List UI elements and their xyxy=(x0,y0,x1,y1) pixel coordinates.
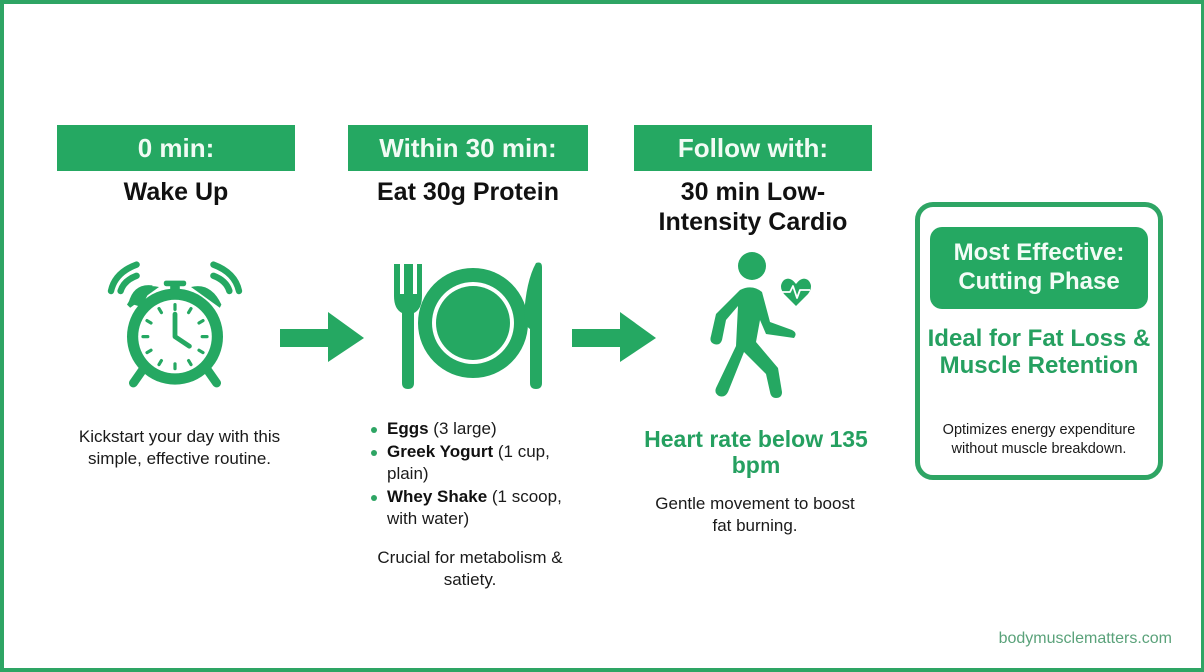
footer-site-link[interactable]: bodymusclematters.com xyxy=(998,630,1172,647)
food-detail: (1 scoop, with water) xyxy=(387,486,562,529)
bullet-icon xyxy=(371,494,377,501)
step-title: Eat 30g Protein xyxy=(377,178,559,206)
step-wake-up: 0 min: Wake Up xyxy=(57,125,295,207)
step-description: Kickstart your day with this simple, eff… xyxy=(78,427,281,468)
list-item: Greek Yogurt (1 cup, plain) xyxy=(370,441,590,486)
protein-food-list: Eggs (3 large) Greek Yogurt (1 cup, plai… xyxy=(370,418,590,531)
alarm-clock-icon xyxy=(107,261,243,388)
food-name: Greek Yogurt xyxy=(387,441,494,461)
step-cardio: Follow with: 30 min Low-Intensity Cardio xyxy=(634,125,872,237)
food-name: Whey Shake xyxy=(387,486,488,506)
list-item: Eggs (3 large) xyxy=(370,418,590,441)
arrow-right-icon xyxy=(280,312,364,362)
arrow-right-icon xyxy=(572,312,656,362)
step-time-tag: 0 min: xyxy=(57,125,295,171)
food-detail: (3 large) xyxy=(433,419,497,438)
walking-person-heart-icon xyxy=(710,252,811,398)
food-detail: (1 cup, plain) xyxy=(387,441,550,484)
bullet-icon xyxy=(371,449,377,456)
step-title: 30 min Low-Intensity Cardio xyxy=(658,178,848,236)
summary-card: Most Effective: Cutting Phase Ideal for … xyxy=(915,202,1163,480)
step-description: Crucial for metabolism & satiety. xyxy=(377,548,563,589)
step-description: Gentle movement to boost fat burning. xyxy=(655,494,855,535)
card-description: Optimizes energy expenditure without mus… xyxy=(942,422,1136,457)
list-item: Whey Shake (1 scoop, with water) xyxy=(370,486,590,531)
step-time-tag: Follow with: xyxy=(634,125,872,171)
food-name: Eggs xyxy=(387,419,429,438)
card-subheading: Ideal for Fat Loss & Muscle Retention xyxy=(927,325,1151,379)
plate-fork-knife-icon xyxy=(394,262,542,389)
heart-rate-highlight: Heart rate below 135 bpm xyxy=(644,426,868,478)
step-title: Wake Up xyxy=(123,178,229,206)
step-eat-protein: Within 30 min: Eat 30g Protein xyxy=(348,125,588,207)
card-heading: Most Effective: Cutting Phase xyxy=(930,227,1148,309)
bullet-icon xyxy=(371,427,377,433)
step-time-tag: Within 30 min: xyxy=(348,125,588,171)
